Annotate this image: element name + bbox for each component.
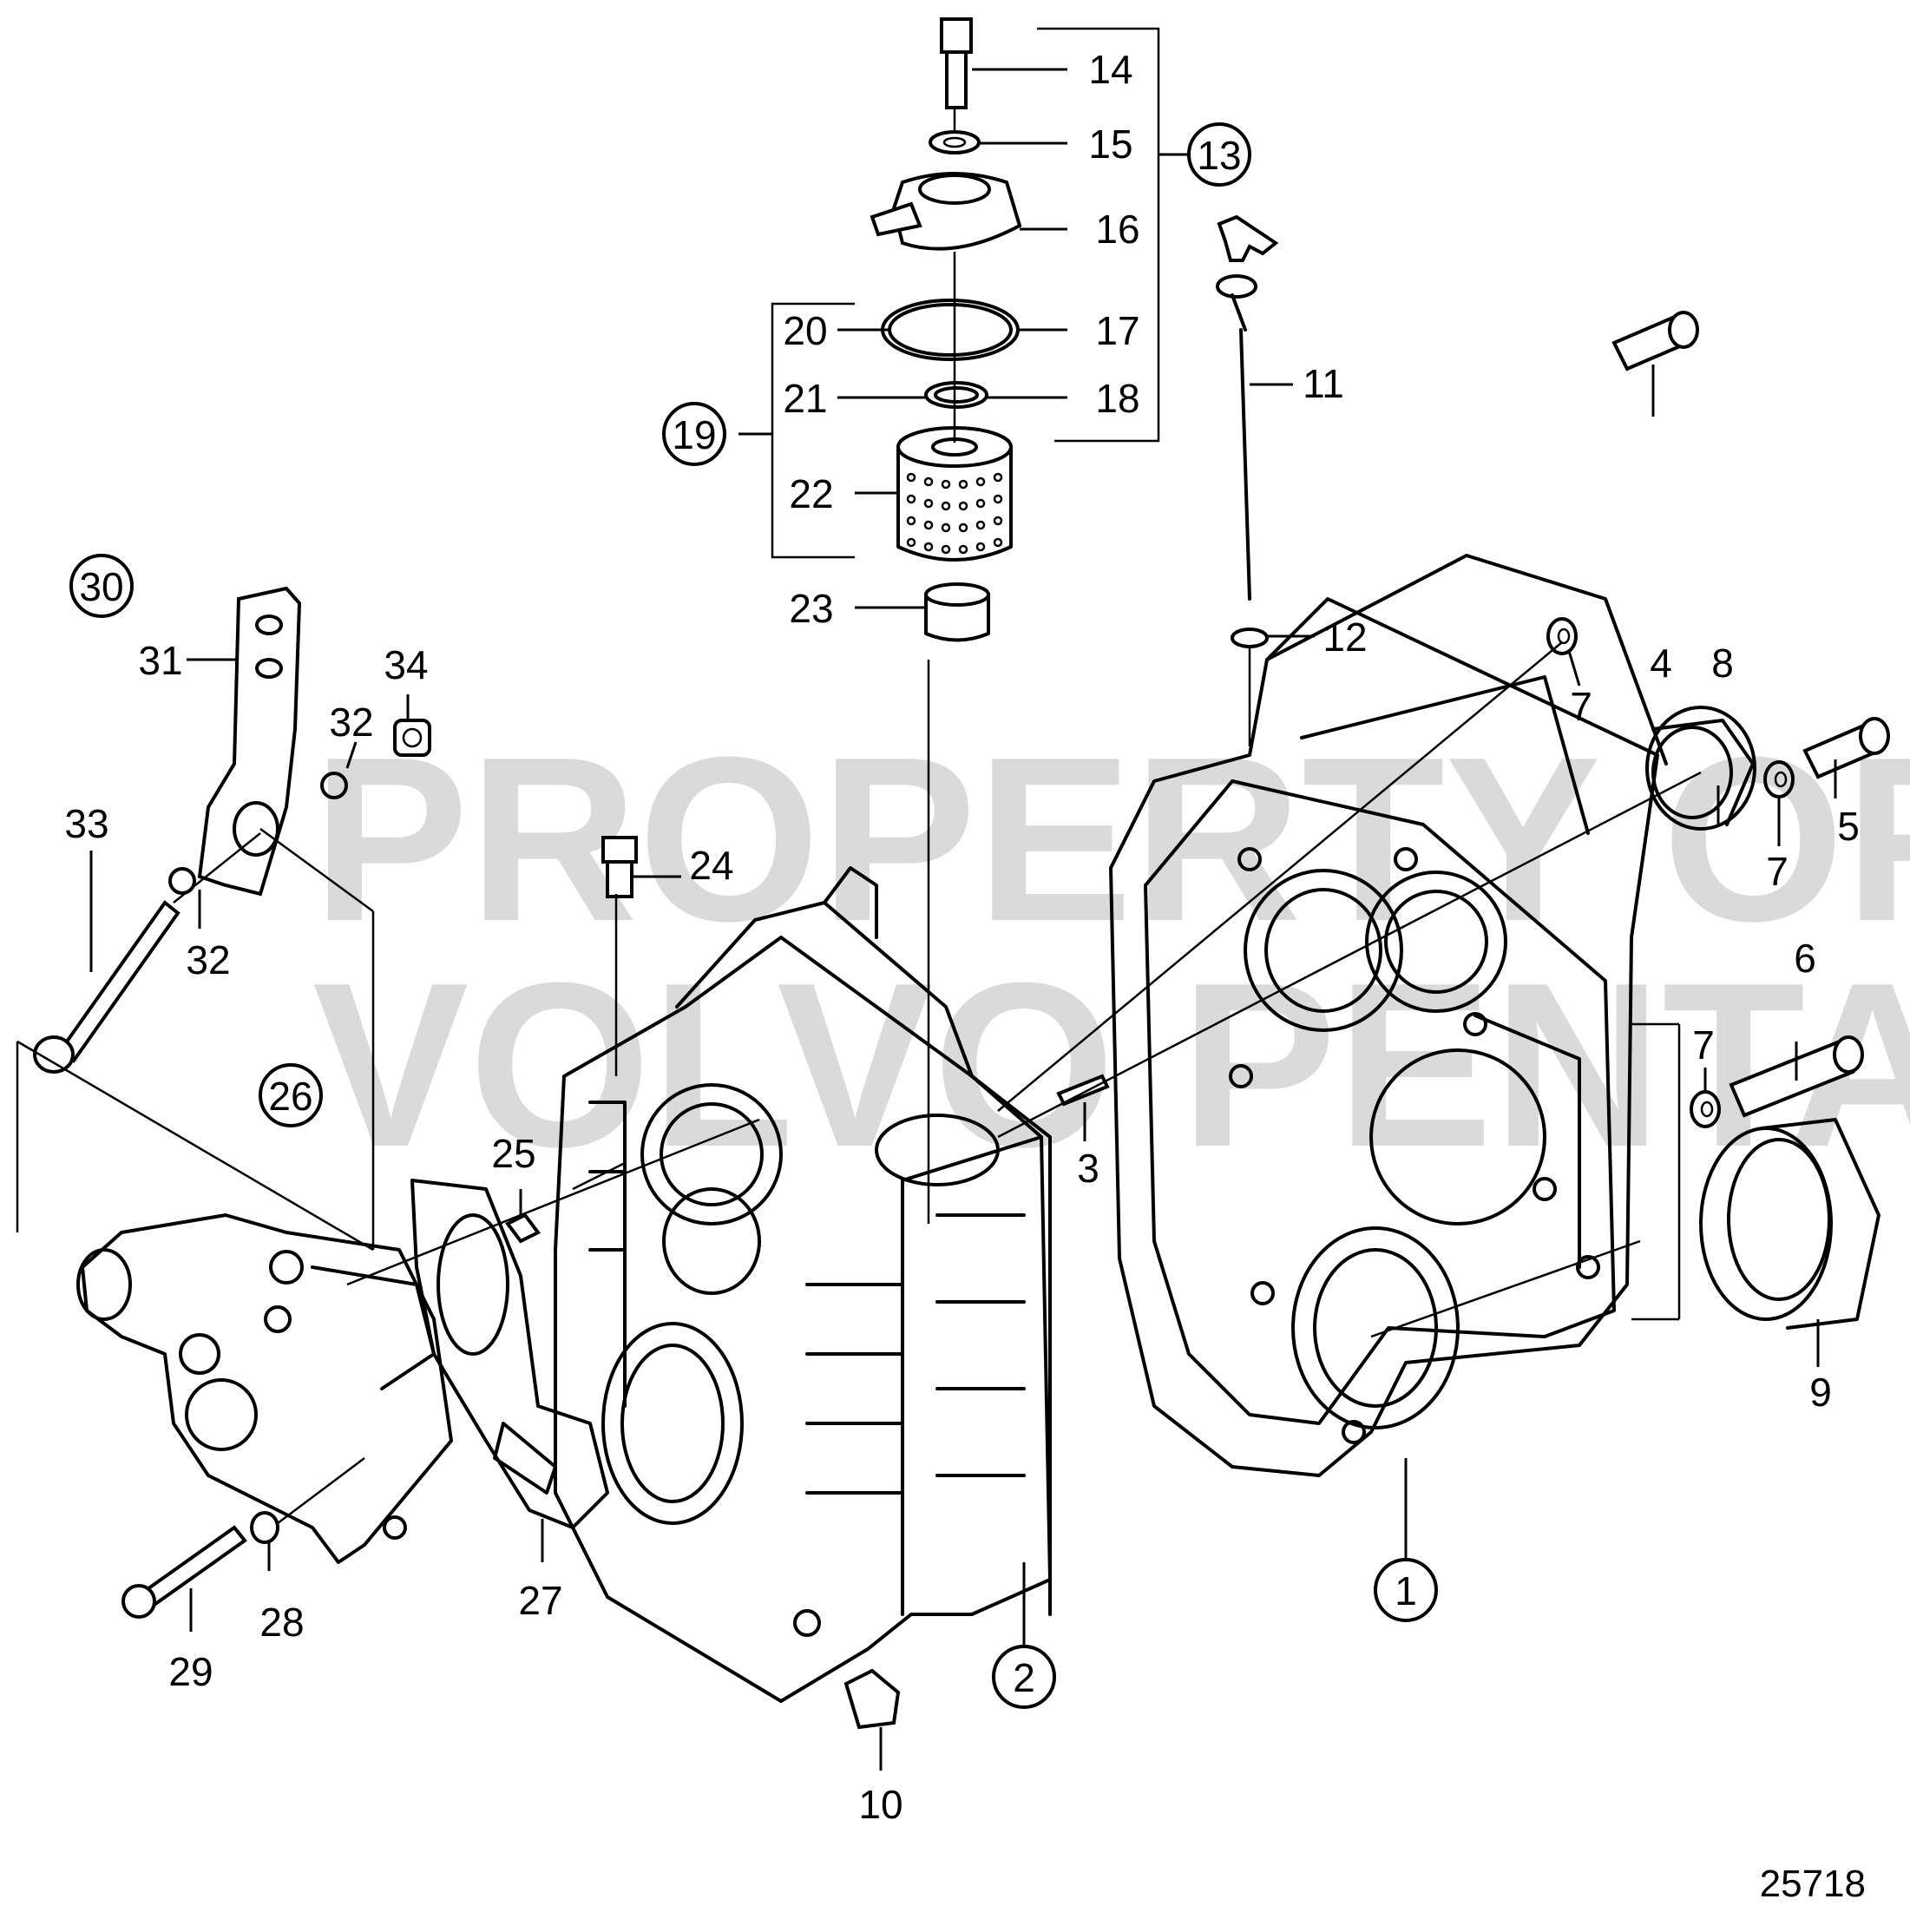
part-3-pin <box>1056 1074 1110 1107</box>
callout-22: 22 <box>789 471 833 516</box>
callout-labels: 1 2 3 4 5 6 7 7 7 8 9 10 11 12 13 14 15 … <box>64 47 1859 1827</box>
assembly-lines <box>16 641 1702 1524</box>
callout-6: 6 <box>1794 936 1816 981</box>
part-25-nipple <box>504 1212 541 1244</box>
callout-15: 15 <box>1088 122 1132 167</box>
callout-24: 24 <box>689 843 733 888</box>
watermark-line2: VOLVO PENTA <box>312 935 1910 1196</box>
drawing-number: 25718 <box>1760 1863 1866 1905</box>
callout-20: 20 <box>783 308 827 353</box>
part-2-front-cover <box>554 866 1052 1703</box>
part-22-filter-element <box>896 426 1013 562</box>
part-12-seal <box>1231 628 1269 648</box>
part-8-seal-ring <box>1645 706 1756 831</box>
callout-29: 29 <box>168 1649 213 1694</box>
callout-25: 25 <box>491 1131 535 1176</box>
callout-23: 23 <box>789 586 833 631</box>
callout-9: 9 <box>1809 1370 1832 1415</box>
part-6-bolt <box>1729 1035 1864 1118</box>
part-10-plug <box>843 1668 901 1730</box>
callout-16: 16 <box>1095 207 1139 252</box>
callout-1-circle <box>1374 1558 1438 1622</box>
part-27-gasket <box>410 1179 609 1529</box>
callout-7-b: 7 <box>1766 849 1789 894</box>
part-28-washer <box>250 1511 279 1544</box>
part-29-bolt <box>121 1525 247 1619</box>
callout-26-circle <box>259 1063 323 1127</box>
callout-circles <box>69 122 1438 1709</box>
callout-21: 21 <box>783 376 827 421</box>
part-32-washer-b <box>168 867 196 895</box>
part-5-bolt <box>1802 717 1890 779</box>
part-15-washer <box>929 130 981 154</box>
callout-8: 8 <box>1711 641 1734 686</box>
part-17-o-ring <box>881 299 1020 361</box>
callout-33: 33 <box>64 801 108 846</box>
part-14-bolt <box>940 17 973 109</box>
callout-32-b: 32 <box>186 937 230 982</box>
callout-19: 19 <box>672 412 716 457</box>
part-1-housing <box>1109 554 1668 1477</box>
callout-12: 12 <box>1323 614 1367 660</box>
part-18-seal <box>924 381 988 409</box>
callout-28: 28 <box>259 1600 304 1645</box>
callout-1: 1 <box>1395 1568 1417 1613</box>
callout-17: 17 <box>1095 308 1139 353</box>
part-23-sleeve <box>924 582 990 642</box>
callout-19-circle <box>662 402 726 466</box>
callout-4: 4 <box>1650 641 1672 686</box>
part-32-washer-a <box>320 772 348 799</box>
callout-18: 18 <box>1095 376 1139 421</box>
callout-34: 34 <box>384 642 428 687</box>
part-24-sensor <box>601 836 638 898</box>
callout-10: 10 <box>858 1782 902 1827</box>
callout-2-circle <box>992 1645 1056 1709</box>
callout-5: 5 <box>1837 804 1860 849</box>
callout-32-a: 32 <box>329 700 373 745</box>
callout-11: 11 <box>1303 361 1344 406</box>
callout-26: 26 <box>268 1074 312 1119</box>
part-33-bolt <box>33 900 180 1074</box>
leader-lines <box>89 68 1837 1771</box>
callout-7-c: 7 <box>1692 1022 1715 1068</box>
callout-3: 3 <box>1077 1146 1099 1191</box>
part-7-washer-a <box>1546 617 1578 655</box>
callout-13: 13 <box>1197 133 1241 178</box>
part-16-cover <box>870 172 1022 251</box>
part-31-bracket <box>197 586 302 897</box>
callout-30: 30 <box>79 564 123 609</box>
callout-2: 2 <box>1013 1655 1035 1700</box>
callout-7-a: 7 <box>1570 684 1592 729</box>
callout-31: 31 <box>138 638 182 683</box>
part-26-oil-pump <box>76 1213 453 1564</box>
group-frames <box>771 27 1160 559</box>
part-34-nut <box>393 719 431 757</box>
part-11-dipstick <box>1216 214 1279 601</box>
callout-27: 27 <box>518 1578 562 1623</box>
callout-14: 14 <box>1088 47 1132 92</box>
callout-30-circle <box>69 554 134 618</box>
part-4-bolt <box>1611 311 1699 371</box>
callout-13-circle <box>1187 122 1251 187</box>
part-9-seal-ring <box>1699 1118 1880 1330</box>
